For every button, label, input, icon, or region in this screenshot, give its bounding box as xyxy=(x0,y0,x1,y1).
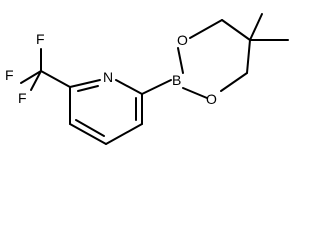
bond-cq-methyl-up xyxy=(249,13,263,41)
atom-label-f-bottom: F xyxy=(18,90,27,106)
dioxaborinane-ring xyxy=(177,13,289,99)
trifluoromethyl-group xyxy=(20,48,71,91)
bond-ch2-o-bottom xyxy=(220,72,248,92)
bond-o-top-ch2 xyxy=(189,19,223,39)
pyridine-ring xyxy=(69,79,143,145)
bond-cf3-to-ring xyxy=(40,70,71,88)
atom-label-boron: B xyxy=(172,72,181,88)
atom-label-n-pyridine: N xyxy=(103,69,113,85)
bond-b-o-top xyxy=(177,47,184,74)
molecule-structure-diagram: F F F N B O O xyxy=(5,13,289,145)
bond-ch2-cq xyxy=(221,19,251,41)
bond-c-f-bottom xyxy=(30,70,42,91)
bond-c6-n xyxy=(69,79,101,88)
bond-c4-c5 xyxy=(69,123,107,145)
atom-label-o-bottom: O xyxy=(206,91,217,107)
bond-n-c2 xyxy=(115,79,143,95)
bond-c4-c5-double xyxy=(75,119,105,137)
atom-label-o-top: O xyxy=(177,32,188,48)
atom-label-f-left: F xyxy=(5,67,14,83)
bond-c2-b xyxy=(141,79,172,95)
bond-c-f-left xyxy=(20,70,42,84)
atom-label-f-top: F xyxy=(36,31,45,47)
bond-cq-ch2 xyxy=(246,39,251,74)
bond-b-o-bottom xyxy=(182,87,208,99)
bond-c6-n-double xyxy=(77,85,99,92)
bond-c3-c4 xyxy=(105,123,143,145)
